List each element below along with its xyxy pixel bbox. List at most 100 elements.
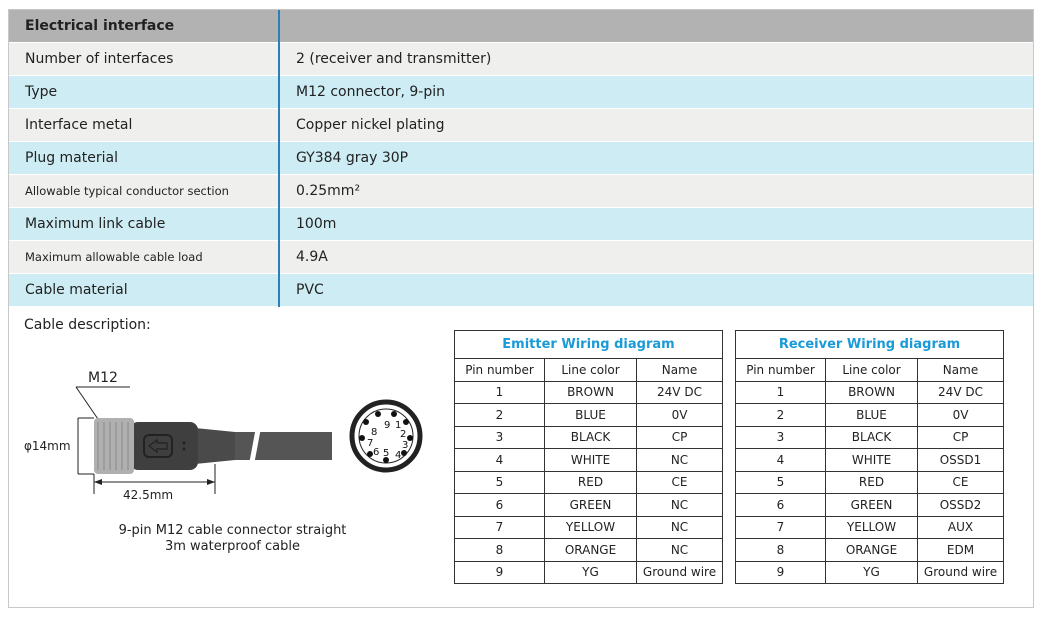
pin-cell: 9 bbox=[454, 560, 545, 584]
table-header-row: Pin number Line color Name bbox=[735, 358, 1005, 382]
pin-cell: 4 bbox=[735, 448, 826, 472]
pin-label: 9 bbox=[384, 420, 390, 431]
pin-dot bbox=[391, 411, 397, 417]
emitter-wiring-table: Emitter Wiring diagram Pin number Line c… bbox=[454, 330, 723, 584]
spec-row: Plug material GY384 gray 30P bbox=[9, 141, 1033, 175]
color-cell: RED bbox=[544, 470, 637, 494]
spec-value: PVC bbox=[279, 273, 1033, 307]
col-header: Pin number bbox=[454, 358, 545, 382]
spec-label: Plug material bbox=[9, 141, 280, 175]
name-cell: AUX bbox=[916, 515, 1005, 539]
spec-value: 4.9A bbox=[279, 240, 1033, 274]
color-cell: WHITE bbox=[825, 448, 918, 472]
pin-label: 3 bbox=[402, 440, 408, 451]
spec-label: Type bbox=[9, 75, 280, 109]
spec-row: Interface metal Copper nickel plating bbox=[9, 108, 1033, 142]
pin-cell: 7 bbox=[454, 515, 545, 539]
spec-value: Copper nickel plating bbox=[279, 108, 1033, 142]
pin-label: 7 bbox=[367, 438, 373, 449]
spec-row: Allowable typical conductor section 0.25… bbox=[9, 174, 1033, 208]
pin-label: 6 bbox=[373, 447, 379, 458]
spec-row: Type M12 connector, 9-pin bbox=[9, 75, 1033, 109]
color-cell: BLACK bbox=[544, 425, 637, 449]
pin-layout-diagram: 1 2 3 4 5 6 7 8 9 bbox=[349, 399, 423, 473]
receiver-wiring-table: Receiver Wiring diagram Pin number Line … bbox=[734, 330, 1005, 584]
pin-cell: 7 bbox=[735, 515, 826, 539]
spec-value: 2 (receiver and transmitter) bbox=[279, 42, 1033, 76]
spec-label: Allowable typical conductor section bbox=[9, 174, 280, 208]
spec-row: Cable material PVC bbox=[9, 273, 1033, 307]
pin-cell: 3 bbox=[735, 425, 826, 449]
pin-cell: 4 bbox=[454, 448, 545, 472]
color-cell: RED bbox=[825, 470, 918, 494]
col-header: Line color bbox=[825, 358, 918, 382]
name-cell: CP bbox=[916, 425, 1005, 449]
col-header: Pin number bbox=[735, 358, 826, 382]
name-cell: OSSD2 bbox=[916, 493, 1005, 517]
color-cell: ORANGE bbox=[544, 538, 637, 562]
pin-label: 4 bbox=[395, 450, 401, 461]
color-cell: GREEN bbox=[544, 493, 637, 517]
caption-line-1: 9-pin M12 cable connector straight bbox=[118, 523, 347, 538]
pin-cell: 5 bbox=[735, 470, 826, 494]
emitter-title: Emitter Wiring diagram bbox=[454, 330, 723, 359]
spec-header-row: Electrical interface bbox=[9, 10, 1033, 43]
pin-cell: 1 bbox=[454, 380, 545, 404]
pin-dot bbox=[367, 451, 373, 457]
color-cell: GREEN bbox=[825, 493, 918, 517]
name-cell: EDM bbox=[916, 538, 1005, 562]
pin-cell: 2 bbox=[735, 403, 826, 427]
col-header: Line color bbox=[544, 358, 637, 382]
spec-header-blank bbox=[279, 10, 1033, 43]
color-cell: ORANGE bbox=[825, 538, 918, 562]
color-cell: BLUE bbox=[825, 403, 918, 427]
spec-label: Number of interfaces bbox=[9, 42, 280, 76]
arrowhead bbox=[207, 479, 215, 485]
name-cell: 0V bbox=[636, 403, 723, 427]
page-frame bbox=[8, 9, 1034, 608]
cable-body bbox=[232, 432, 332, 460]
receiver-title: Receiver Wiring diagram bbox=[734, 330, 1005, 359]
diameter-label: φ14mm bbox=[24, 439, 71, 453]
pin-cell: 1 bbox=[735, 380, 826, 404]
name-cell: CP bbox=[636, 425, 723, 449]
length-label: 42.5mm bbox=[123, 488, 173, 502]
pin-cell: 6 bbox=[735, 493, 826, 517]
m12-leader bbox=[75, 386, 101, 423]
spec-row: Number of interfaces 2 (receiver and tra… bbox=[9, 42, 1033, 76]
cable-connector-drawing: M12 φ14mm 42.5mm bbox=[24, 370, 332, 502]
cable-description-heading: Cable description: bbox=[24, 317, 151, 333]
col-header: Name bbox=[636, 358, 723, 382]
name-cell: 24V DC bbox=[916, 380, 1005, 404]
pin-cell: 8 bbox=[454, 538, 545, 562]
spec-label: Maximum link cable bbox=[9, 207, 280, 241]
name-cell: CE bbox=[636, 470, 723, 494]
spec-label: Cable material bbox=[9, 273, 280, 307]
color-cell: BROWN bbox=[825, 380, 918, 404]
name-cell: NC bbox=[636, 448, 723, 472]
cable-break bbox=[249, 429, 261, 463]
connector-body bbox=[130, 422, 198, 470]
name-cell: Ground wire bbox=[636, 560, 723, 584]
spec-value: 0.25mm² bbox=[279, 174, 1033, 208]
pin-cell: 2 bbox=[454, 403, 545, 427]
color-cell: WHITE bbox=[544, 448, 637, 472]
spec-value: M12 connector, 9-pin bbox=[279, 75, 1033, 109]
caption-line-2: 3m waterproof cable bbox=[164, 539, 300, 554]
col-header: Name bbox=[916, 358, 1005, 382]
color-cell: BROWN bbox=[544, 380, 637, 404]
table-header-row: Pin number Line color Name bbox=[454, 358, 723, 382]
dot bbox=[182, 441, 186, 445]
